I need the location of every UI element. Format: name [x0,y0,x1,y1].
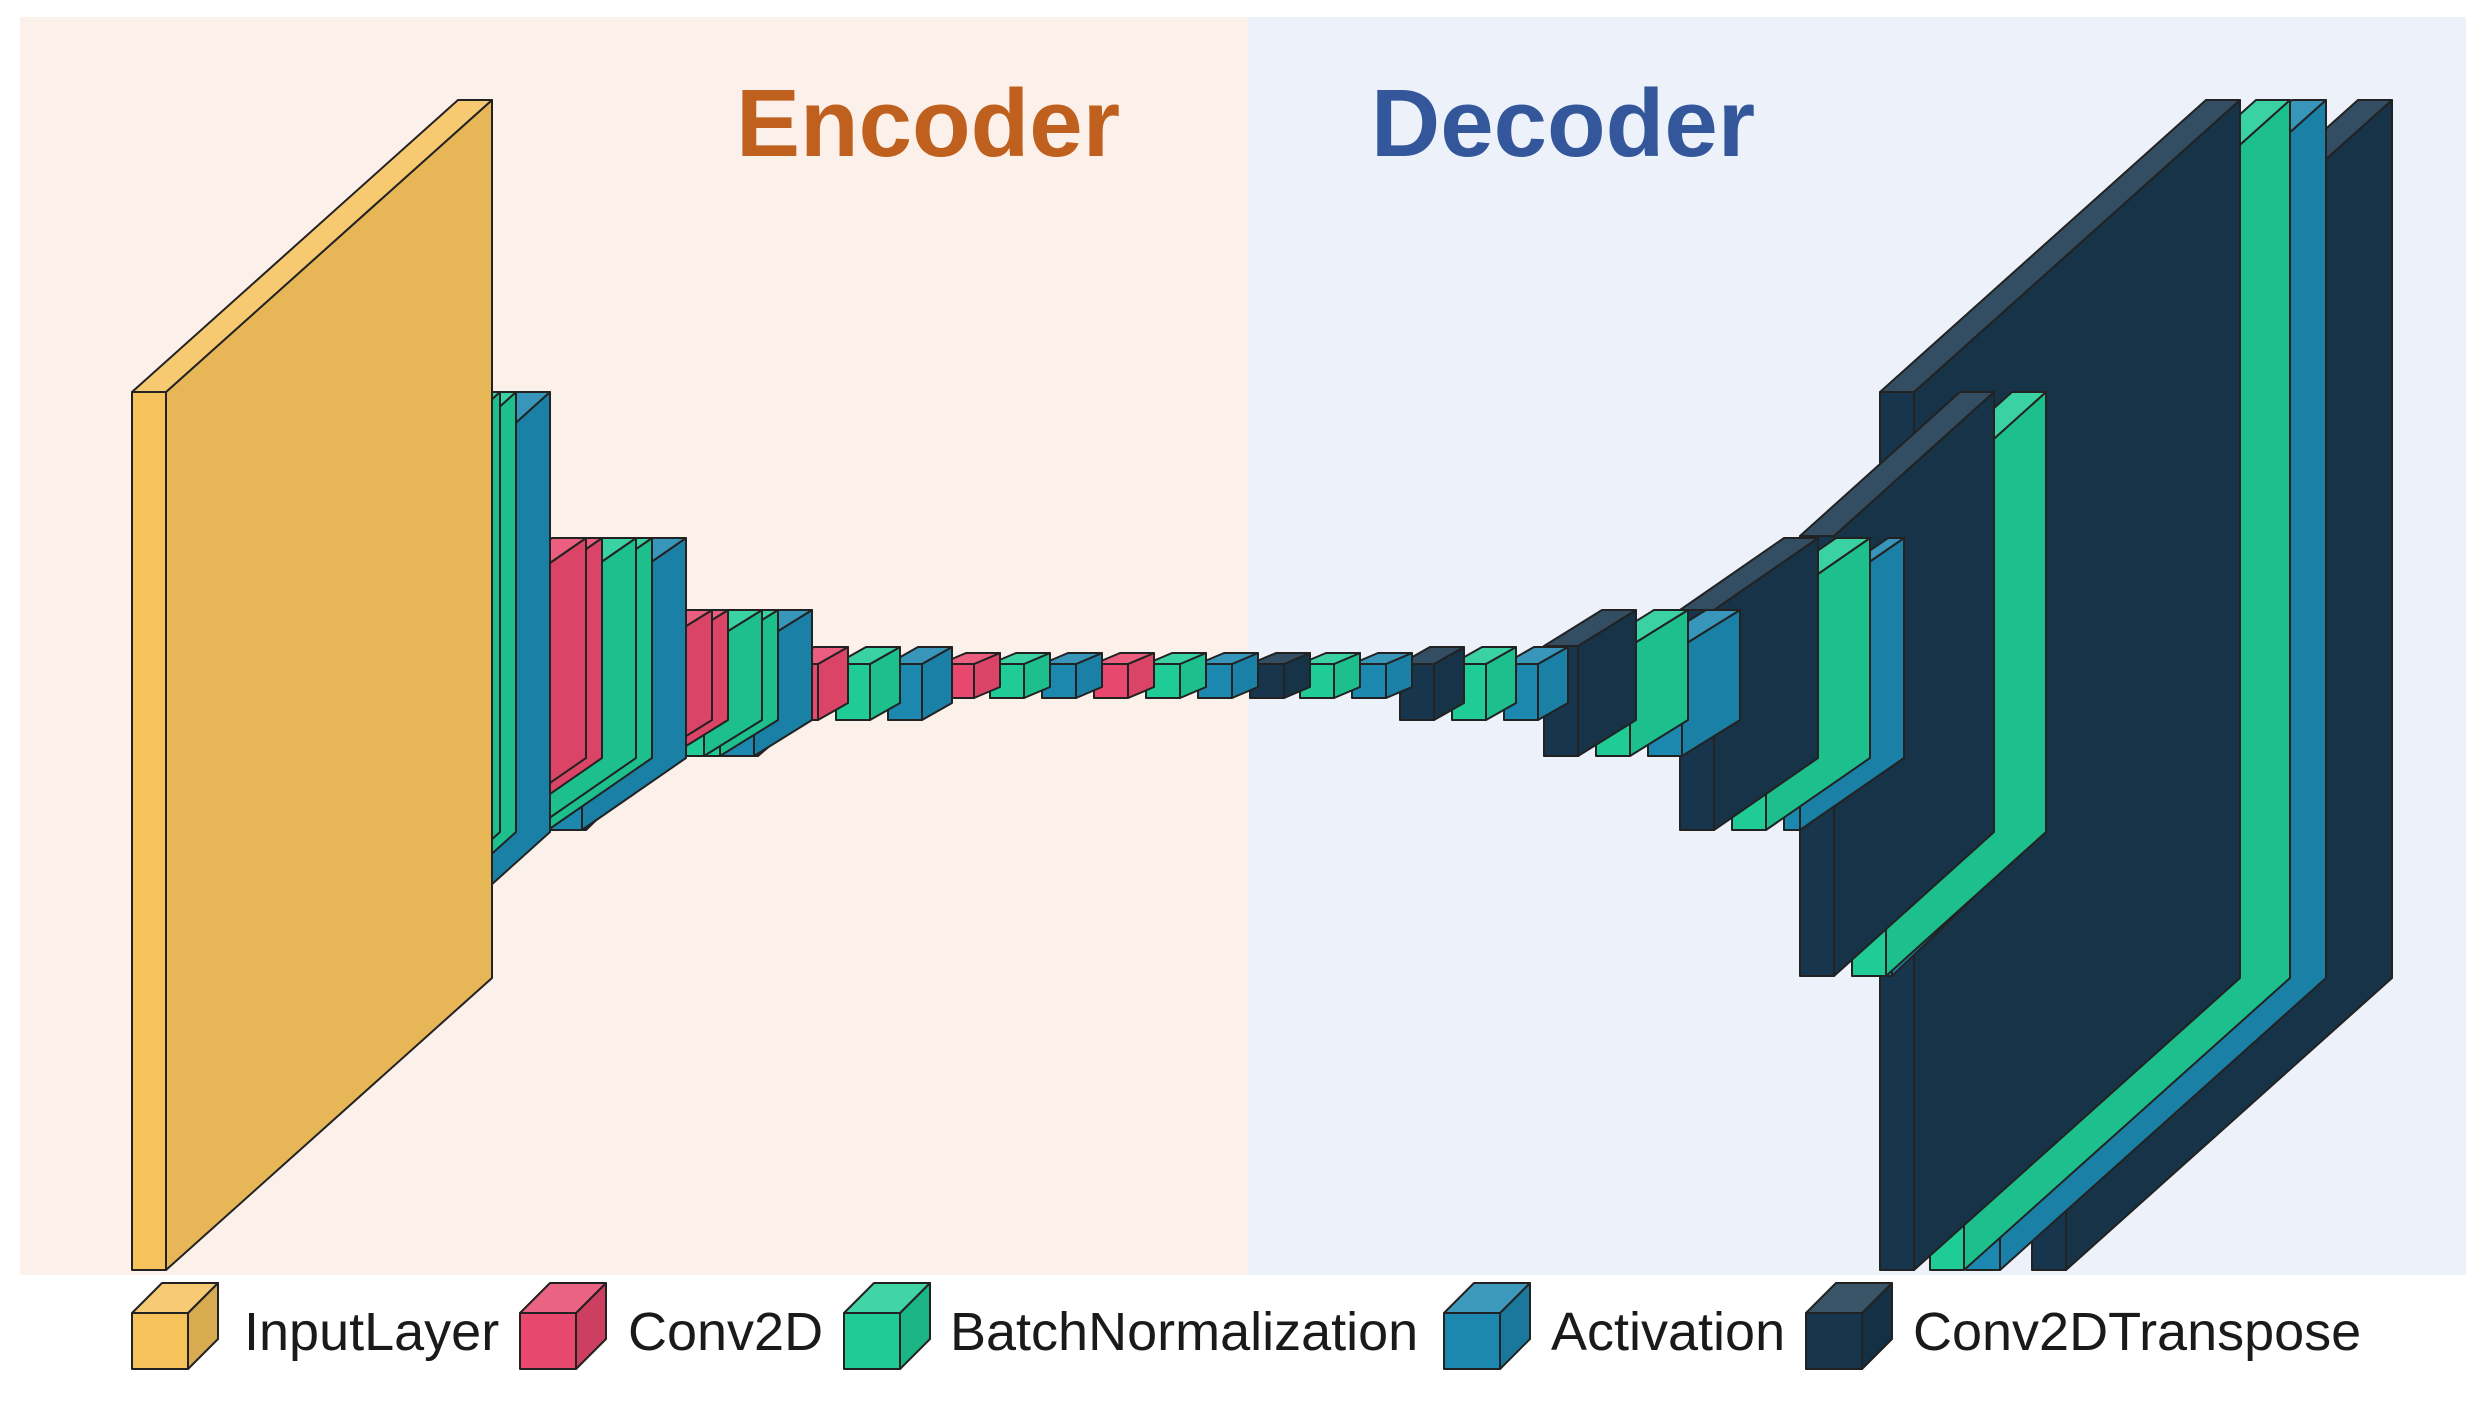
legend-label-input-layer: InputLayer [244,1302,499,1362]
layer-input-layer-front [131,391,167,1271]
cube-icon [1805,1282,1893,1370]
decoder-title: Decoder [1371,70,1755,177]
cube-icon [519,1282,607,1370]
legend-label-conv2d-transpose: Conv2DTranspose [1913,1302,2361,1362]
legend-item-batch-normalization: BatchNormalization [843,1282,1418,1370]
legend-label-batch-normalization: BatchNormalization [950,1302,1418,1362]
cube-icon [1443,1282,1531,1370]
legend: InputLayer Conv2D BatchNormalization Activa… [131,1282,2361,1370]
legend-item-input-layer: InputLayer [131,1282,499,1370]
legend-item-activation: Activation [1443,1282,1785,1370]
encoder-title: Encoder [736,70,1120,177]
layer-activation [1041,652,1103,699]
layer-batch-normalization [1145,652,1207,699]
cube-icon [131,1282,219,1370]
legend-label-activation: Activation [1551,1302,1785,1362]
legend-item-conv2d: Conv2D [519,1282,823,1370]
layer-input-layer [131,99,493,1271]
layer-stack [131,99,2393,1271]
legend-label-conv2d: Conv2D [628,1302,823,1362]
cube-icon [843,1282,931,1370]
layer-conv2d [939,652,1001,699]
legend-item-conv2d-transpose: Conv2DTranspose [1805,1282,2361,1370]
